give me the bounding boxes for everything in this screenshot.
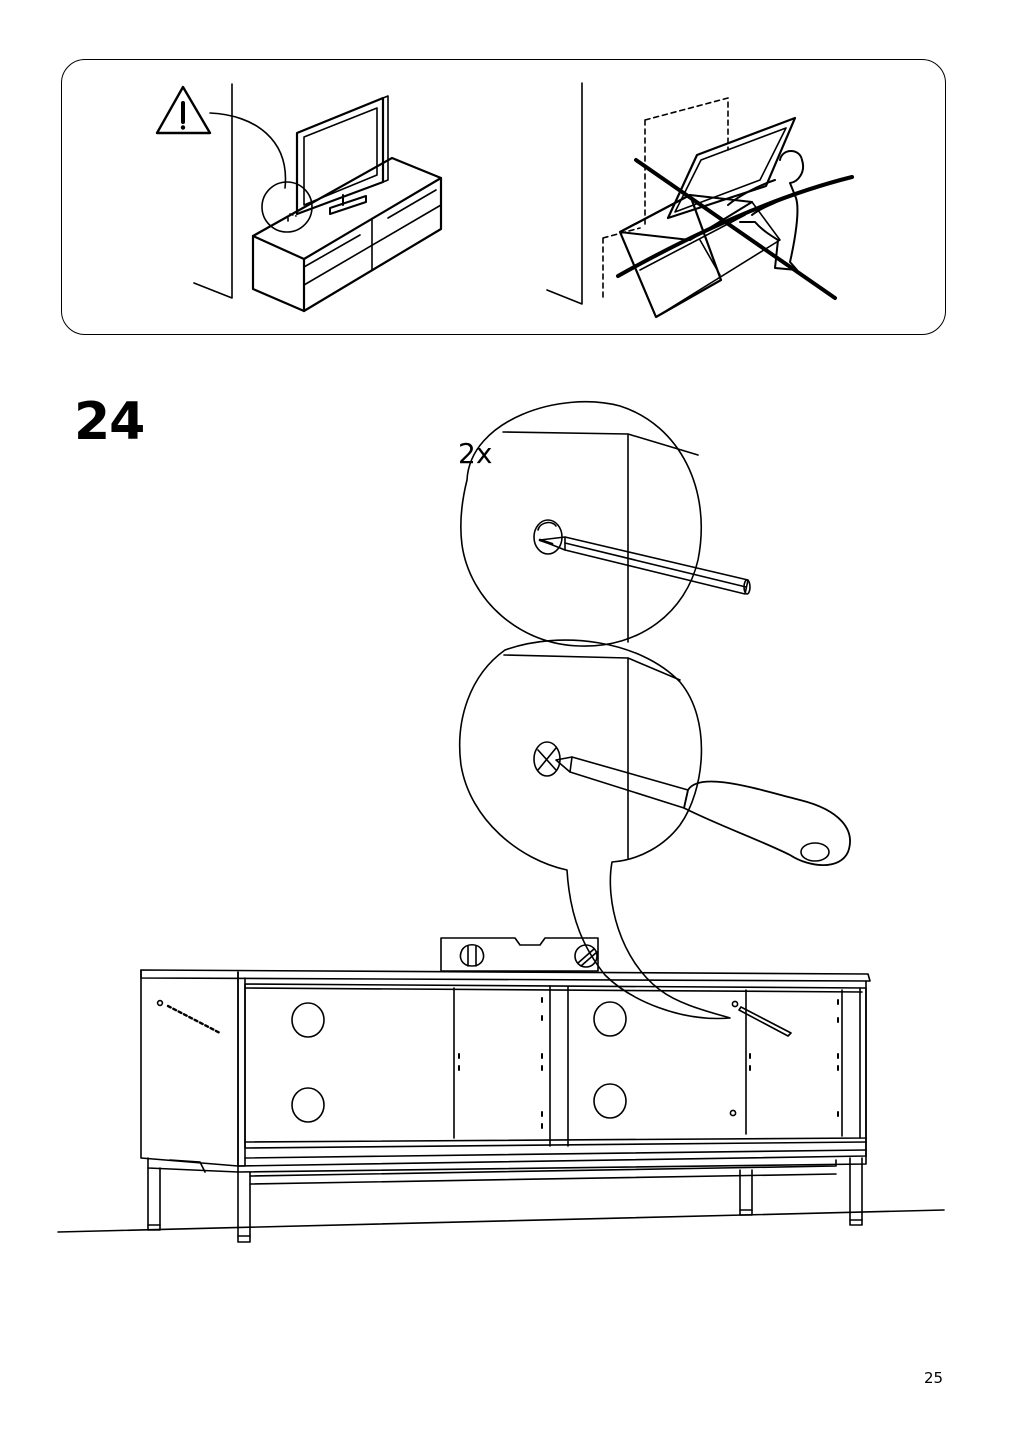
- quantity-label: 2x: [458, 437, 493, 470]
- detail-circle-pencil: [461, 402, 750, 646]
- page-number: 25: [924, 1369, 944, 1387]
- warning-triangle-icon: [157, 87, 210, 133]
- warning-panel: [61, 59, 946, 335]
- warning-callout-line: [210, 113, 285, 188]
- tv-bench-tipping-illustration: [547, 83, 852, 317]
- detail-circle-screwdriver: [460, 640, 850, 1018]
- step-number: 24: [74, 392, 145, 452]
- tv-bench-illustration: [58, 938, 944, 1242]
- tv-bench-secured-illustration: [194, 84, 441, 311]
